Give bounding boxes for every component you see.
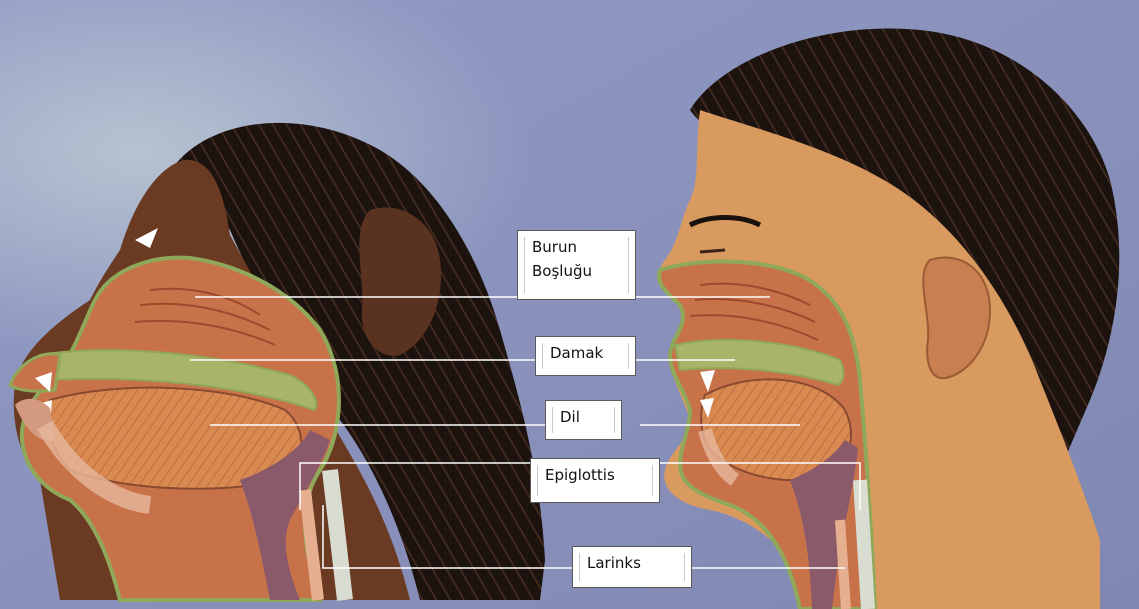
label-burun-line1: Burun bbox=[532, 235, 625, 259]
label-damak: Damak bbox=[535, 336, 636, 376]
label-damak-text: Damak bbox=[550, 341, 625, 365]
label-burun-bosslugu: Burun Boşluğu bbox=[517, 230, 636, 300]
label-epiglottis: Epiglottis bbox=[530, 458, 660, 503]
label-burun-line2: Boşluğu bbox=[532, 259, 625, 283]
label-dil-text: Dil bbox=[560, 405, 611, 429]
label-larinks: Larinks bbox=[572, 546, 692, 588]
label-larinks-text: Larinks bbox=[587, 551, 681, 575]
right-eye bbox=[700, 250, 725, 252]
label-epiglottis-text: Epiglottis bbox=[545, 463, 649, 487]
label-dil: Dil bbox=[545, 400, 622, 440]
